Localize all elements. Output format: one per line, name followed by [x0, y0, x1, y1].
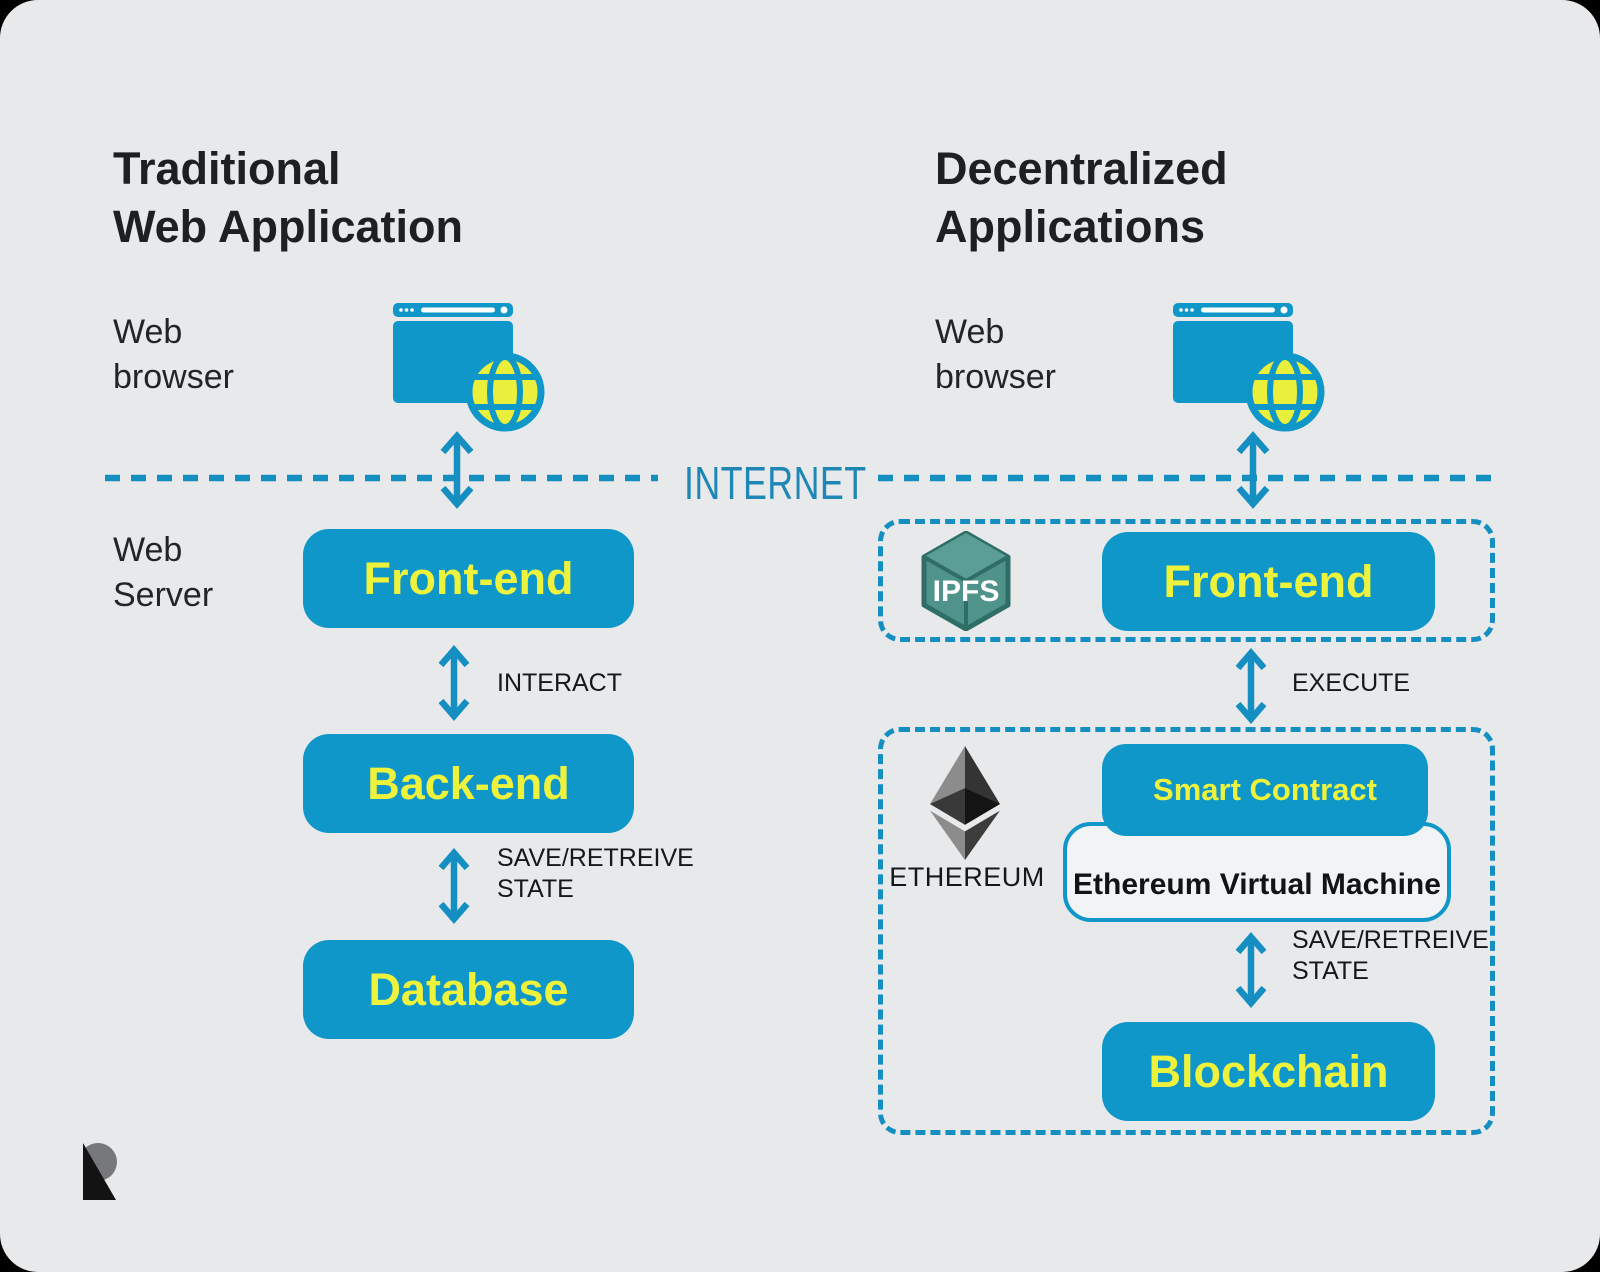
web-browser-label-right: Web browser [935, 313, 1056, 396]
internet-arrow-left [440, 431, 474, 509]
globe-icon [1245, 352, 1325, 432]
left-column-title: Traditional Web Application [113, 143, 464, 252]
ipfs-label: IPFS [933, 575, 1000, 608]
front-end-box-right: Front-end [1102, 532, 1435, 631]
internet-label: INTERNET [684, 457, 867, 509]
front-end-box-left: Front-end [303, 529, 634, 628]
ipfs-cube-icon: IPFS [921, 531, 1011, 631]
web-browser-label-left: Web browser [113, 313, 234, 396]
database-box: Database [303, 940, 634, 1039]
browser-globe-icon [1173, 303, 1325, 432]
globe-icon [465, 352, 545, 432]
internet-dashed-line-right [878, 474, 1498, 482]
ipfs-frontend-dashed-group [878, 519, 1495, 642]
interact-arrow [438, 645, 470, 721]
save-retrieve-label-right: SAVE/RETREIVE STATE [1292, 926, 1489, 985]
blockchain-box: Blockchain [1102, 1022, 1435, 1121]
internet-arrow-right [1236, 431, 1270, 509]
save-retrieve-label-left: SAVE/RETREIVE STATE [497, 844, 694, 903]
save-retrieve-arrow-left [438, 848, 470, 924]
ethereum-diamond-icon [930, 746, 1000, 860]
ethereum-label: ETHEREUM [889, 862, 1045, 892]
right-column-title: Decentralized Applications [935, 143, 1228, 252]
browser-globe-icon [393, 303, 545, 432]
interact-label: INTERACT [497, 669, 622, 697]
internet-dashed-line-left [105, 474, 658, 482]
execute-label: EXECUTE [1292, 669, 1411, 697]
web-server-label: Web Server [113, 531, 214, 614]
evm-box: Ethereum Virtual Machine [1063, 822, 1451, 922]
r-mark-logo [83, 1143, 117, 1200]
smart-contract-box: Smart Contract [1102, 744, 1428, 836]
save-retrieve-arrow-right [1235, 932, 1267, 1008]
execute-arrow [1235, 648, 1267, 724]
back-end-box: Back-end [303, 734, 634, 833]
browser-addressbar [421, 307, 495, 313]
ethereum-dashed-group [878, 727, 1495, 1135]
